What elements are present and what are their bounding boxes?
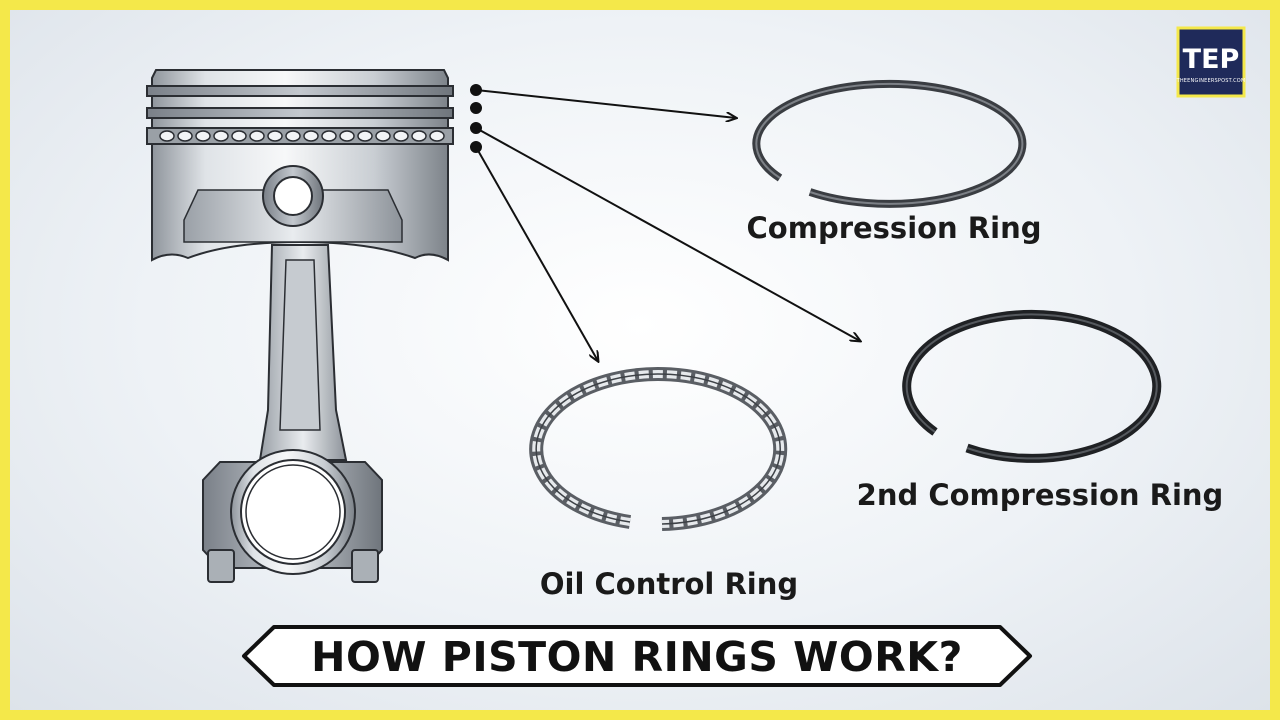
compression-ring-label: Compression Ring: [747, 211, 1042, 245]
pointer-arrows: [470, 84, 860, 361]
pointer-dot-2: [470, 102, 482, 114]
diagram-canvas: Compression Ring 2nd Compression Ring Oi…: [10, 10, 1270, 710]
arrow-oil-control-ring: [475, 146, 598, 361]
logo-text: TEP: [1183, 44, 1240, 75]
oil-control-ring-label: Oil Control Ring: [540, 567, 798, 601]
second-compression-ring-image: [902, 309, 1162, 463]
title-banner: HOW PISTON RINGS WORK?: [242, 625, 1032, 687]
site-logo: TEP THEENGINEERSPOST.COM: [1176, 26, 1246, 98]
arrow-second-compression-ring: [475, 127, 860, 341]
piston-rings-diagram: Compression Ring 2nd Compression Ring Oi…: [146, 26, 1246, 687]
second-compression-ring-label: 2nd Compression Ring: [857, 478, 1224, 512]
logo-subtext: THEENGINEERSPOST.COM: [1176, 78, 1246, 84]
compression-ring-image: [752, 79, 1027, 208]
banner-title: HOW PISTON RINGS WORK?: [311, 633, 963, 681]
piston-illustration: [146, 69, 454, 583]
oil-control-ring-image: [529, 367, 788, 531]
arrow-compression-ring: [475, 89, 736, 118]
